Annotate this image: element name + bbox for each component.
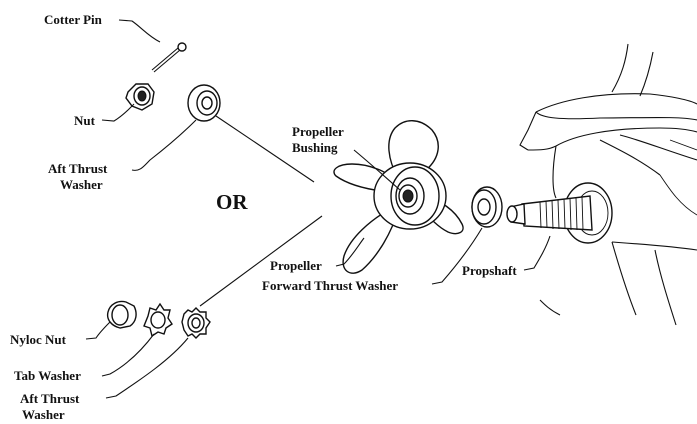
propeller-label: Propeller: [270, 258, 322, 273]
tab-washer-label: Tab Washer: [14, 368, 81, 383]
propeller-bushing-label-line1: Propeller: [292, 124, 344, 139]
nyloc-nut-drawing: [106, 300, 137, 329]
nut-drawing: [125, 83, 155, 111]
cotter-pin-drawing: [151, 42, 187, 73]
gearcase-housing: [519, 43, 697, 326]
aft-thrust-washer-bottom-drawing: [181, 307, 211, 339]
propshaft-drawing: [506, 182, 613, 244]
cotter-pin-label: Cotter Pin: [44, 12, 102, 27]
aft-thrust-washer-top-label-line2: Washer: [60, 177, 103, 192]
aft-thrust-washer-top-drawing: [187, 84, 221, 122]
propeller-drawing: [333, 120, 464, 274]
aft-thrust-washer-bottom-label-line2: Washer: [22, 407, 65, 422]
propeller-bushing-label-line2: Bushing: [292, 140, 338, 155]
aft-thrust-washer-bottom-label-line1: Aft Thrust: [20, 391, 80, 406]
or-label: OR: [216, 190, 248, 214]
tab-washer-drawing: [143, 302, 173, 338]
leader-lines: [85, 19, 551, 399]
nyloc-nut-label: Nyloc Nut: [10, 332, 66, 347]
forward-thrust-washer-drawing: [471, 186, 503, 228]
forward-thrust-washer-label: Forward Thrust Washer: [262, 278, 399, 293]
propshaft-label: Propshaft: [462, 263, 517, 278]
guide-lines: [199, 115, 323, 307]
nut-label: Nut: [74, 113, 95, 128]
aft-thrust-washer-top-label-line1: Aft Thrust: [48, 161, 108, 176]
